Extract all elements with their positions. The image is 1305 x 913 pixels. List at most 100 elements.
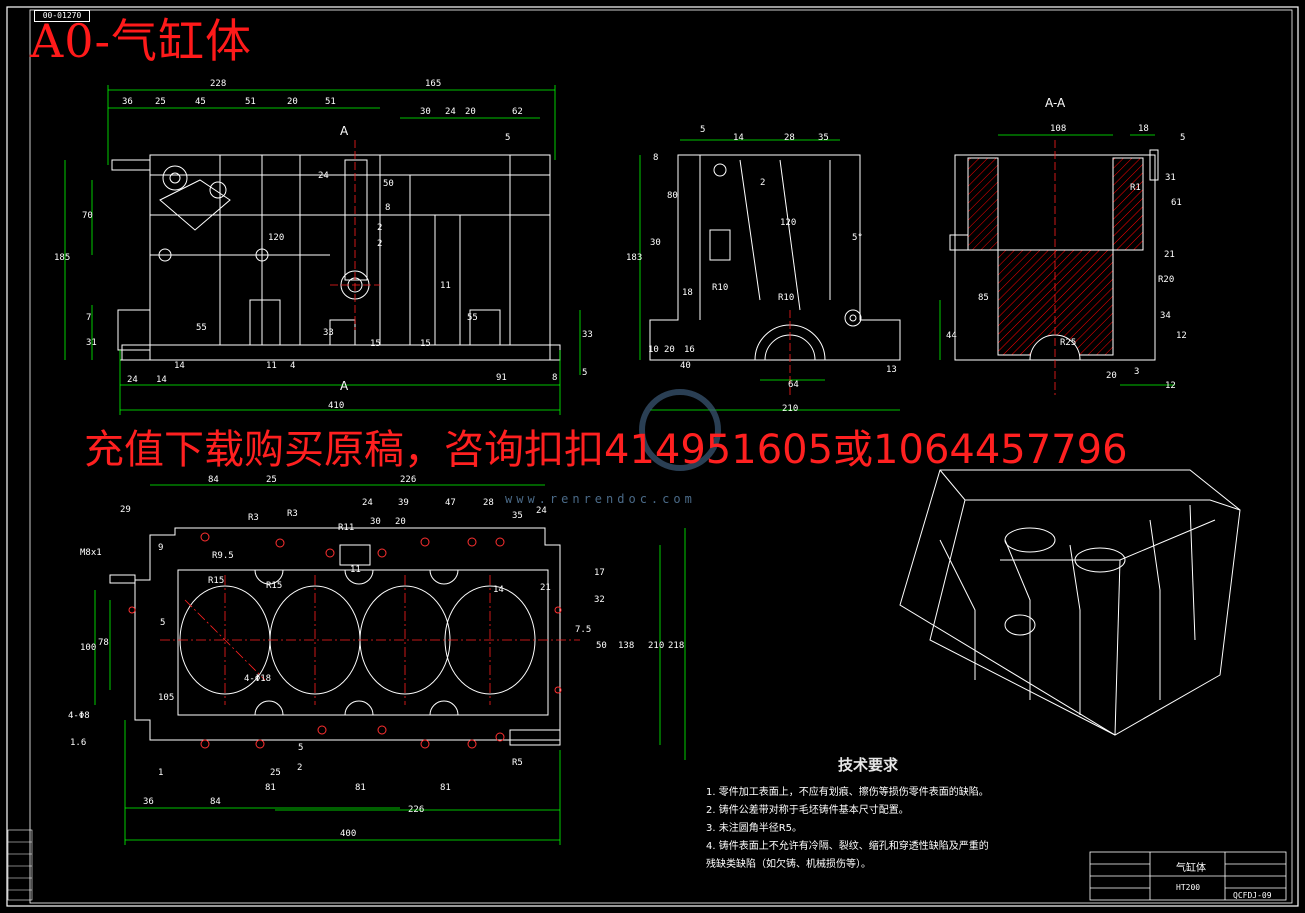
dimension-label: 25 bbox=[270, 768, 281, 778]
dimension-label: 120 bbox=[780, 218, 796, 228]
drawing-title: A0-气缸体 bbox=[30, 14, 253, 68]
dimension-label: 1 bbox=[158, 768, 163, 778]
dimension-label: 24 bbox=[362, 498, 373, 508]
dimension-label: R10 bbox=[778, 293, 794, 303]
side-view-dims bbox=[639, 139, 900, 411]
dimension-label: 40 bbox=[680, 361, 691, 371]
section-arrows: A A A-A bbox=[340, 96, 1066, 393]
dimension-label: 20 bbox=[1106, 371, 1117, 381]
dimension-label: 21 bbox=[1164, 250, 1175, 260]
dimension-label: 2 bbox=[377, 239, 382, 249]
dimension-label: 11 bbox=[440, 281, 451, 291]
front-view-centerlines bbox=[330, 140, 380, 330]
dimension-label: 2 bbox=[297, 763, 302, 773]
dimension-label: 165 bbox=[425, 79, 441, 89]
dimension-label: 226 bbox=[400, 475, 416, 485]
dimension-label: 55 bbox=[196, 323, 207, 333]
dimension-label: 32 bbox=[594, 595, 605, 605]
dimension-label: 5 bbox=[700, 125, 705, 135]
dimension-label: 31 bbox=[1165, 173, 1176, 183]
dimension-label: 4 bbox=[290, 361, 295, 371]
dimension-label: 50 bbox=[383, 179, 394, 189]
dimension-label: R15 bbox=[208, 576, 224, 586]
section-view-label: A-A bbox=[1045, 96, 1066, 110]
dimension-label: 228 bbox=[210, 79, 226, 89]
section-mark-bottom: A bbox=[340, 379, 349, 393]
dimension-label: 33 bbox=[323, 328, 334, 338]
dimension-label: 81 bbox=[355, 783, 366, 793]
dimension-label: 62 bbox=[512, 107, 523, 117]
tech-requirement-item: 残缺类缺陷（如欠铸、机械损伤等）。 bbox=[706, 859, 871, 870]
dimension-label: 12 bbox=[1165, 381, 1176, 391]
dimension-label: 91 bbox=[496, 373, 507, 383]
tech-requirement-item: 1. 零件加工表面上，不应有划痕、擦伤等损伤零件表面的缺陷。 bbox=[706, 787, 989, 798]
dimension-label: 13 bbox=[886, 365, 897, 375]
dimension-label: R3 bbox=[248, 513, 259, 523]
dimension-label: 11 bbox=[350, 565, 361, 575]
dimension-label: 400 bbox=[340, 829, 356, 839]
dimension-label: 80 bbox=[667, 191, 678, 201]
dimension-label: 8 bbox=[385, 203, 390, 213]
title-block-material: HT200 bbox=[1176, 883, 1201, 892]
tech-requirements-title: 技术要求 bbox=[838, 756, 899, 774]
dimension-label: 105 bbox=[158, 693, 174, 703]
dimension-label: 185 bbox=[54, 253, 70, 263]
dimension-label: 17 bbox=[594, 568, 605, 578]
dimension-label: 410 bbox=[328, 401, 344, 411]
tech-requirement-item: 4. 铸件表面上不允许有冷隔、裂纹、缩孔和穿透性缺陷及严重的 bbox=[706, 841, 989, 852]
dimension-label: 20 bbox=[664, 345, 675, 355]
title-block bbox=[1089, 851, 1287, 901]
dimension-label: 9 bbox=[158, 543, 163, 553]
dimension-label: 210 bbox=[782, 404, 798, 414]
dimension-label: R25 bbox=[1060, 338, 1076, 348]
dimension-label: 5 bbox=[582, 368, 587, 378]
dimension-label: 210 bbox=[648, 641, 664, 651]
dimension-label: 20 bbox=[465, 107, 476, 117]
dimension-label: 226 bbox=[408, 805, 424, 815]
dimension-label: 5 bbox=[505, 133, 510, 143]
dimension-label: 70 bbox=[82, 211, 93, 221]
dimension-label: 28 bbox=[483, 498, 494, 508]
dimension-label: 14 bbox=[733, 133, 744, 143]
inner-frame bbox=[29, 9, 1293, 904]
dimension-label: R1 bbox=[1130, 183, 1141, 193]
sheet-border bbox=[6, 6, 1299, 907]
dimension-label: 30 bbox=[420, 107, 431, 117]
dimension-label: 11 bbox=[266, 361, 277, 371]
tech-requirements-list: 1. 零件加工表面上，不应有划痕、擦伤等损伤零件表面的缺陷。 2. 铸件公差带对… bbox=[706, 784, 989, 874]
dimension-label: 84 bbox=[208, 475, 219, 485]
dimension-label: 51 bbox=[245, 97, 256, 107]
dimension-label: 8 bbox=[552, 373, 557, 383]
dimension-label: 39 bbox=[398, 498, 409, 508]
dimension-label: 14 bbox=[174, 361, 185, 371]
dimension-label: 55 bbox=[467, 313, 478, 323]
dimension-label: 4-Φ18 bbox=[244, 674, 271, 684]
section-view bbox=[949, 149, 1159, 361]
dimension-label: 18 bbox=[1138, 124, 1149, 134]
dimension-label: 16 bbox=[684, 345, 695, 355]
tech-requirement-item: 2. 铸件公差带对称于毛坯铸件基本尺寸配置。 bbox=[706, 805, 909, 816]
dimension-label: 3 bbox=[1134, 367, 1139, 377]
dimension-label: R10 bbox=[712, 283, 728, 293]
dimension-label: 14 bbox=[156, 375, 167, 385]
dimension-label: 18 bbox=[682, 288, 693, 298]
dimension-label: 35 bbox=[512, 511, 523, 521]
dimension-label: 108 bbox=[1050, 124, 1066, 134]
dimension-label: 5 bbox=[298, 743, 303, 753]
dimension-label: 100 bbox=[80, 643, 96, 653]
dimension-label: 20 bbox=[395, 517, 406, 527]
dimension-label: R20 bbox=[1158, 275, 1174, 285]
top-view-holes bbox=[128, 532, 562, 749]
dimension-label: 61 bbox=[1171, 198, 1182, 208]
dimension-label: 20 bbox=[287, 97, 298, 107]
dimension-label: R9.5 bbox=[212, 551, 234, 561]
dimension-label: 5° bbox=[852, 233, 863, 243]
tech-requirement-item: 3. 未注圆角半径R5。 bbox=[706, 823, 803, 834]
dimension-label: 81 bbox=[265, 783, 276, 793]
section-view-dims bbox=[939, 134, 1175, 386]
isometric-view bbox=[899, 469, 1241, 736]
dimension-label: R11 bbox=[338, 523, 354, 533]
dimension-label: 24 bbox=[127, 375, 138, 385]
